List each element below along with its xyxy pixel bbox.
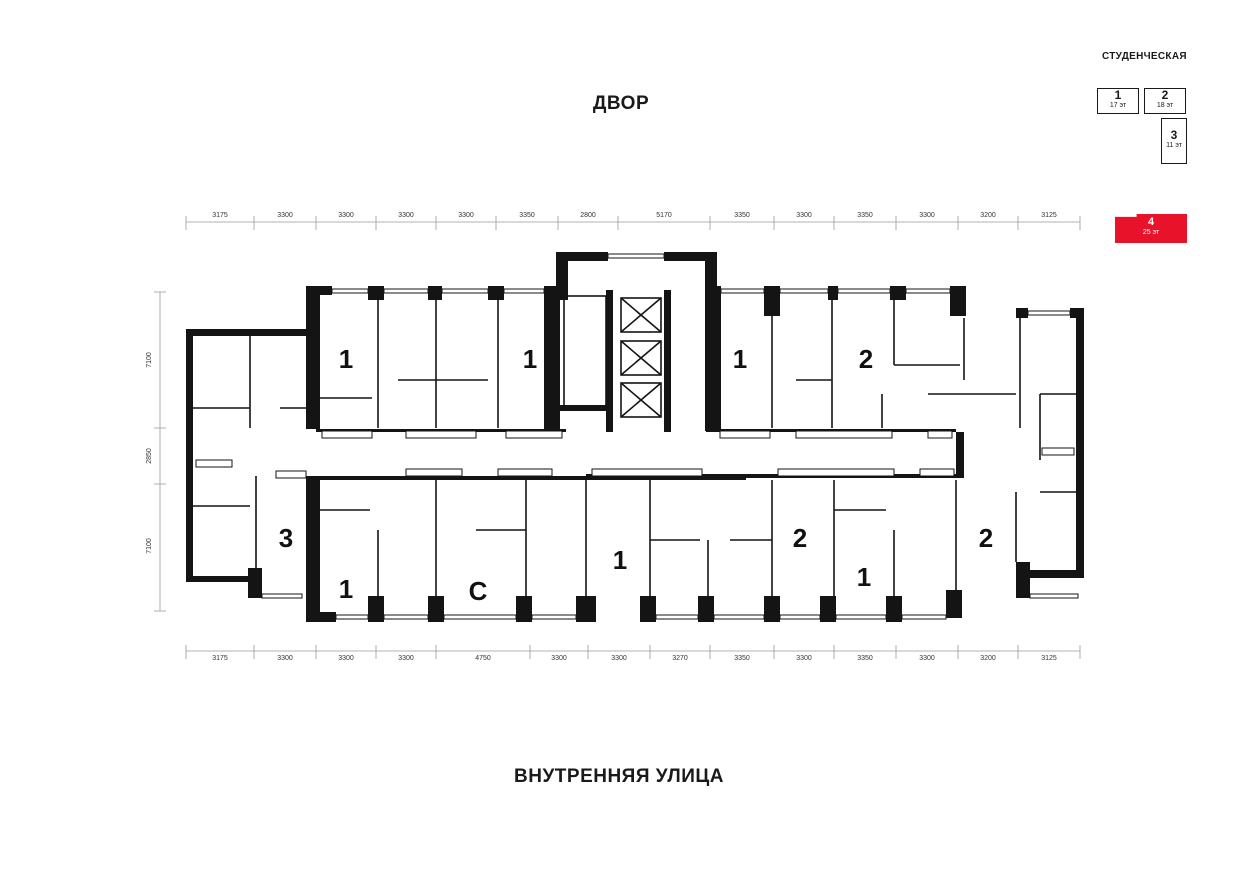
street-name: СТУДЕНЧЕСКАЯ bbox=[1102, 51, 1187, 62]
dim-bottom-label: 3300 bbox=[919, 655, 935, 662]
apartment-label: 1 bbox=[339, 574, 353, 604]
section-number: 2 bbox=[1161, 88, 1169, 102]
dim-bottom-label: 3300 bbox=[277, 655, 293, 662]
apartment-label: 1 bbox=[857, 562, 871, 592]
apartment-label: 2 bbox=[859, 344, 873, 374]
section-number: 3 bbox=[1170, 128, 1178, 142]
dim-bottom-label: 3300 bbox=[796, 655, 812, 662]
dim-bottom-label: 4750 bbox=[475, 655, 491, 662]
apartment-label: 1 bbox=[339, 344, 353, 374]
apartment-label: C bbox=[469, 576, 488, 606]
dim-top-label: 3300 bbox=[277, 212, 293, 219]
dim-left-3: 7100 bbox=[146, 538, 153, 554]
apartment-label: 3 bbox=[279, 523, 293, 553]
section-3-key[interactable]: 3 11 эт bbox=[1161, 118, 1187, 164]
section-number: 4 bbox=[1147, 216, 1155, 228]
dim-bottom-label: 3300 bbox=[611, 655, 627, 662]
dim-bottom-label: 3125 bbox=[1041, 655, 1057, 662]
dim-bottom-label: 3350 bbox=[857, 655, 873, 662]
apartment-label: 1 bbox=[733, 344, 747, 374]
dim-top-label: 3300 bbox=[458, 212, 474, 219]
section-floors: 18 эт bbox=[1156, 101, 1174, 109]
dim-left-1: 7100 bbox=[146, 352, 153, 368]
dim-left-2: 2850 bbox=[146, 448, 153, 464]
dim-top-label: 3200 bbox=[980, 212, 996, 219]
dim-top-label: 2800 bbox=[580, 212, 596, 219]
dim-bottom-label: 3200 bbox=[980, 655, 996, 662]
section-4-key-active[interactable]: 4 25 эт bbox=[1115, 214, 1187, 243]
dim-top-label: 3175 bbox=[212, 212, 228, 219]
dim-bottom-label: 3350 bbox=[734, 655, 750, 662]
section-1-key[interactable]: 1 17 эт bbox=[1097, 88, 1139, 114]
dim-bottom-label: 3300 bbox=[398, 655, 414, 662]
apartment-label: 1 bbox=[523, 344, 537, 374]
dim-top-label: 5170 bbox=[656, 212, 672, 219]
dim-top-label: 3350 bbox=[734, 212, 750, 219]
apartment-label: 2 bbox=[793, 523, 807, 553]
inner-street-label: ВНУТРЕННЯЯ УЛИЦА bbox=[514, 766, 724, 787]
apartment-label: 2 bbox=[979, 523, 993, 553]
dim-top-label: 3300 bbox=[398, 212, 414, 219]
dim-bottom-label: 3300 bbox=[551, 655, 567, 662]
dim-bottom-label: 3270 bbox=[672, 655, 688, 662]
dim-top-label: 3300 bbox=[796, 212, 812, 219]
section-2-key[interactable]: 2 18 эт bbox=[1144, 88, 1186, 114]
apartment-label: 1 bbox=[613, 545, 627, 575]
dim-top-label: 3300 bbox=[919, 212, 935, 219]
dim-top-label: 3125 bbox=[1041, 212, 1057, 219]
dim-bottom-label: 3300 bbox=[338, 655, 354, 662]
dim-bottom-label: 3175 bbox=[212, 655, 228, 662]
section-floors: 25 эт bbox=[1142, 228, 1160, 236]
dim-top-label: 3300 bbox=[338, 212, 354, 219]
dim-top-label: 3350 bbox=[857, 212, 873, 219]
section-number: 1 bbox=[1114, 88, 1122, 102]
dim-top-label: 3350 bbox=[519, 212, 535, 219]
courtyard-label: ДВОР bbox=[592, 93, 650, 114]
section-floors: 17 эт bbox=[1109, 101, 1127, 109]
section-floors: 11 эт bbox=[1166, 141, 1182, 149]
